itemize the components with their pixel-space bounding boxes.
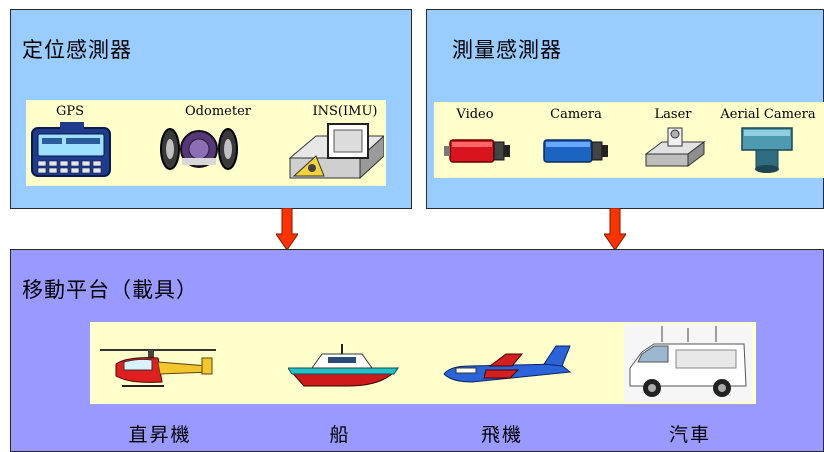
imu-unit-icon bbox=[288, 123, 384, 180]
vehicle-label-airplane: 飛機 bbox=[480, 424, 523, 446]
gps-receiver-icon bbox=[31, 122, 111, 177]
vehicle-label-car: 汽車 bbox=[668, 424, 711, 446]
aerial-camera-icon bbox=[741, 127, 793, 173]
vehicle-label-boat: 船 bbox=[329, 424, 351, 446]
device-label-ins-imu: INS(IMU) bbox=[312, 104, 378, 119]
camera-icon bbox=[543, 139, 608, 163]
device-label-camera: Camera bbox=[550, 107, 602, 122]
van-icon bbox=[624, 324, 752, 402]
odometer-icon bbox=[160, 128, 238, 170]
device-label-laser: Laser bbox=[654, 107, 692, 122]
device-label-aerial-camera: Aerial Camera bbox=[720, 107, 816, 122]
video-camera-icon bbox=[444, 139, 510, 163]
vehicle-label-helicopter: 直昇機 bbox=[128, 424, 192, 446]
arrow-down-right bbox=[604, 208, 626, 250]
mobile-platform-title: 移動平台（載具） bbox=[22, 278, 198, 302]
measurement-sensors-title: 測量感測器 bbox=[452, 38, 562, 62]
device-label-odometer: Odometer bbox=[185, 104, 251, 119]
helicopter-icon bbox=[100, 349, 216, 387]
airplane-icon bbox=[443, 345, 572, 383]
positioning-sensors-title: 定位感測器 bbox=[22, 38, 132, 62]
laser-scanner-icon bbox=[644, 127, 706, 167]
boat-icon bbox=[288, 344, 400, 387]
arrow-down-left bbox=[276, 208, 298, 250]
device-label-gps: GPS bbox=[55, 104, 85, 119]
device-label-video: Video bbox=[456, 107, 494, 122]
